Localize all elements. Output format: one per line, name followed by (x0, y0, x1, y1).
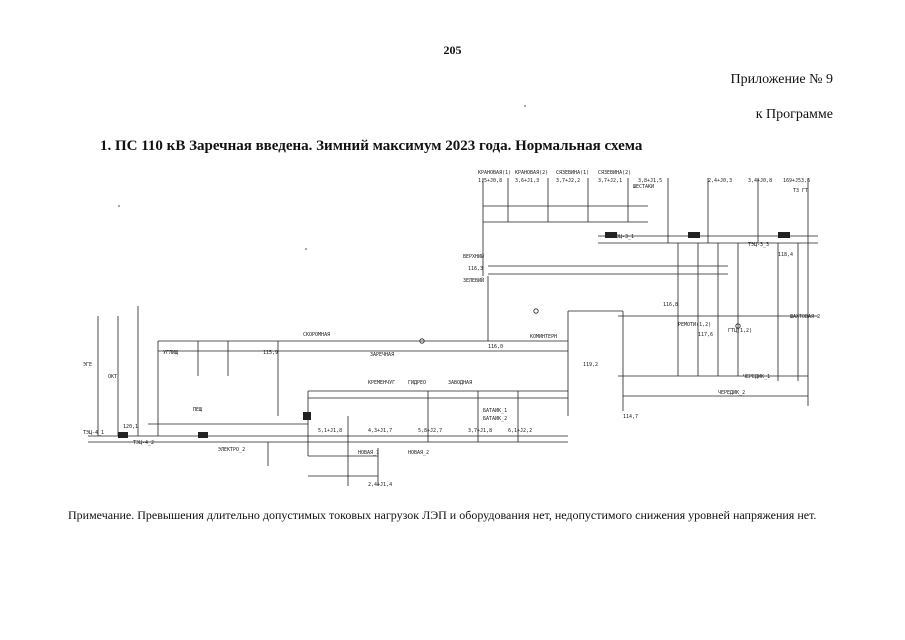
load-label: СЯЗЕВИНА(2) (598, 170, 631, 176)
bus-label: СКОРОМНАЯ (303, 332, 330, 338)
scan-speck (524, 105, 526, 107)
program-label: к Программе (755, 107, 833, 122)
bus-label: БАТАИК_1 (483, 408, 507, 414)
voltage-value: 116,8 (663, 302, 678, 308)
voltage-value: 120,1 (123, 424, 138, 430)
power-network-diagram: КРАНОВАЯ(1) КРАНОВАЯ(2) СЯЗЕВИНА(1) СЯЗЕ… (78, 166, 838, 496)
flow-value: 5,1+J1,8 (318, 428, 342, 434)
flow-value: 3,8+J1,5 (638, 178, 662, 184)
bus-label: ПЕЩ (193, 407, 202, 413)
bus-label: ОКТ (108, 374, 117, 380)
load-label: ШЕСТАКИ (633, 184, 654, 190)
bus-label: ГТЦ(1,2) (728, 328, 752, 334)
bus-label: ТЭЦ-4_2 (133, 440, 154, 446)
bus-label: НОВАЯ_1 (358, 450, 379, 456)
bus-label: ЧЕРЕДИК_1 (743, 374, 770, 380)
bus-label: ТЭЦ-3_3 (748, 242, 769, 248)
bus-label: ЗАРЕЧНАЯ (370, 352, 394, 358)
flow-value: 3,7+J2,2 (556, 178, 580, 184)
bus-label: ВЕРХНИЙ (463, 253, 484, 260)
bus-label: ТЭЦ-4_1 (83, 430, 104, 436)
schematic-nodes (118, 232, 790, 438)
schematic-labels: КРАНОВАЯ(1) КРАНОВАЯ(2) СЯЗЕВИНА(1) СЯЗЕ… (83, 170, 820, 488)
bus-label: ЗАВОДНАЯ (448, 380, 472, 386)
flow-value: 2,4+J1,4 (368, 482, 392, 488)
flow-value: 4,3+J1,7 (368, 428, 392, 434)
bus-label: ТЭЦ-3_1 (613, 234, 634, 240)
scan-speck (305, 248, 307, 250)
voltage-value: 119,2 (583, 362, 598, 368)
flow-value: 6,1+J2,2 (508, 428, 532, 434)
flow-value: 3,7+J2,1 (598, 178, 622, 184)
schematic-lines (88, 178, 818, 486)
voltage-value: 118,4 (778, 252, 793, 258)
bus-label: Т3 ГТ (793, 188, 808, 194)
flow-value: 3,4+J0,8 (748, 178, 772, 184)
network-schematic: КРАНОВАЯ(1) КРАНОВАЯ(2) СЯЗЕВИНА(1) СЯЗЕ… (83, 170, 820, 488)
bus-label: РЕМОТИ(1,2) (678, 322, 711, 328)
flow-value: 2,4+J0,3 (708, 178, 732, 184)
appendix-label: Приложение № 9 (730, 72, 834, 87)
flow-value: 1,5+J0,8 (478, 178, 502, 184)
bus-label: ЭЛЕКТРО_2 (218, 447, 245, 453)
load-label: КРАНОВАЯ(2) (515, 170, 548, 176)
load-label: КРАНОВАЯ(1) (478, 170, 511, 176)
bus-label: ЗЕЛЕВИЙ (463, 277, 484, 284)
bus-label: КОМИНТЕРН (530, 334, 557, 340)
flow-value: 3,6+J1,3 (515, 178, 539, 184)
page-number: 205 (443, 43, 462, 57)
flow-value: 169+J53,6 (783, 178, 810, 184)
voltage-value: 114,7 (623, 414, 638, 420)
bus-label: КРЕМЕНЧУГ (368, 380, 395, 386)
document-title: 1. ПС 110 кВ Заречная введена. Зимний ма… (100, 138, 643, 154)
bus-label: БАТАИК_2 (483, 416, 507, 422)
voltage-value: 116,0 (488, 344, 503, 350)
voltage-value: 116,3 (468, 266, 483, 272)
flow-value: 5,8+J2,7 (418, 428, 442, 434)
bus-label: ЭГЕ (83, 362, 92, 368)
voltage-value: 117,6 (698, 332, 713, 338)
flow-value: 3,7+J1,8 (468, 428, 492, 434)
footnote: Примечание. Превышения длительно допусти… (68, 508, 817, 522)
bus-label: НОВАЯ_2 (408, 450, 429, 456)
bus-label: ГИДРЕО (408, 380, 426, 386)
scan-speck (118, 205, 120, 207)
voltage-value: 115,9 (263, 350, 278, 356)
load-label: СЯЗЕВИНА(1) (556, 170, 589, 176)
bus-label: ШАХТОВАЯ 2 (790, 314, 820, 320)
bus-label: ЧЕРЕДИК_2 (718, 390, 745, 396)
bus-label: УГЛИЩ (163, 350, 178, 356)
